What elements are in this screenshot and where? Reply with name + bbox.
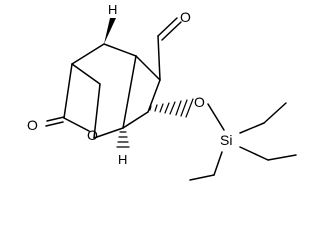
bond-et3-ch3 bbox=[189, 174, 215, 181]
atom-label-ether-o: O bbox=[194, 94, 205, 110]
bond-o-si bbox=[207, 103, 225, 131]
bond-carbonyl-ringO bbox=[63, 117, 90, 132]
bond-c1-c2 bbox=[71, 43, 105, 65]
atom-label-h-bottom: H bbox=[118, 152, 127, 167]
bond-et2-ch3 bbox=[267, 154, 297, 161]
bond-c1-c5 bbox=[103, 43, 137, 57]
bond-c6-c7 bbox=[147, 79, 161, 113]
bond-c3-ringO bbox=[93, 83, 101, 139]
bond-si-et1 bbox=[239, 122, 265, 134]
bond-et1-ch3 bbox=[263, 102, 287, 124]
bond-si-et3 bbox=[213, 151, 223, 176]
atom-label-ring-o: O bbox=[87, 127, 98, 143]
bond-c5-c6 bbox=[135, 55, 161, 81]
bond-c7-c4 bbox=[122, 111, 149, 129]
bond-c2-carbonyl bbox=[63, 63, 73, 119]
atom-label-h-top: H bbox=[108, 2, 117, 17]
molecule-structure: O O O O Si H H bbox=[27, 2, 297, 181]
bond-c6-cho bbox=[157, 35, 161, 81]
hashed-bond-c4-h bbox=[116, 131, 130, 148]
hashed-bond-c7-o bbox=[149, 98, 194, 118]
bond-c2-c3 bbox=[71, 63, 101, 85]
structure-diagram: O O O O Si H H bbox=[27, 2, 297, 181]
bond-carbonyl-b bbox=[45, 121, 64, 127]
atom-label-silicon: Si bbox=[220, 132, 232, 148]
bond-carbonyl-a bbox=[46, 116, 65, 122]
bond-ringO-c4 bbox=[93, 127, 124, 139]
bond-c5-c4 bbox=[122, 55, 137, 129]
bond-cho-o-b bbox=[161, 21, 182, 41]
bond-si-et2 bbox=[239, 146, 269, 161]
bond-cho-o-a bbox=[157, 17, 178, 37]
wedge-bond-c1-h bbox=[104, 18, 116, 44]
atom-label-aldehyde-o: O bbox=[180, 9, 191, 25]
atom-label-carbonyl-o: O bbox=[27, 117, 38, 133]
